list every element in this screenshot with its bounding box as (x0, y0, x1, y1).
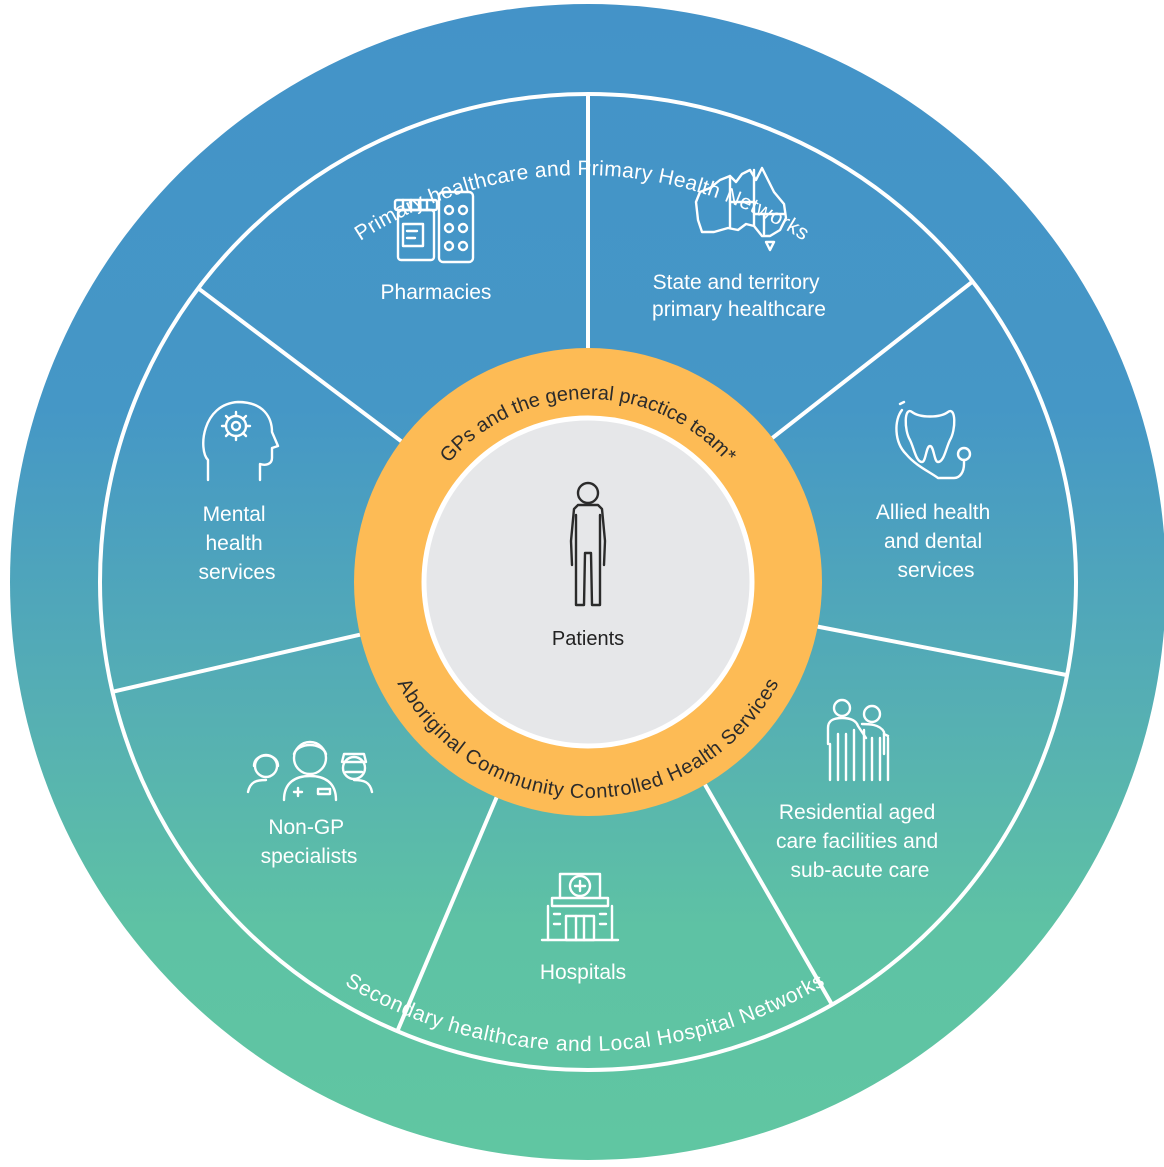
tooth-stethoscope-icon (895, 400, 972, 480)
segment-divider-5 (112, 632, 361, 694)
segment-label-hospitals: Hospitals (540, 961, 626, 984)
segment-mental-health: Mental health services (198, 400, 280, 584)
segment-pharmacies: Pharmacies (381, 190, 492, 304)
segment-divider-4 (395, 796, 499, 1032)
patients-label: Patients (552, 628, 624, 650)
segment-aged-care: Residential aged care facilities and sub… (776, 698, 944, 882)
segment-divider-2 (817, 624, 1068, 678)
segment-label-specialists: Non-GP specialists (261, 816, 358, 868)
pharmacy-icon (393, 190, 475, 264)
segment-hospitals: Hospitals (540, 872, 626, 984)
segment-state-territory: State and territory primary healthcare (652, 166, 826, 321)
elderly-couple-icon (826, 698, 890, 782)
segment-label-allied-dental: Allied health and dental services (876, 501, 996, 582)
medical-team-icon (246, 740, 374, 802)
patients-core (421, 415, 755, 749)
head-gear-icon (202, 400, 280, 482)
segment-label-state-territory: State and territory primary healthcare (652, 271, 826, 321)
segment-divider-6 (197, 286, 403, 443)
hospital-icon (540, 872, 620, 942)
segment-label-aged-care: Residential aged care facilities and sub… (776, 801, 944, 882)
segment-specialists: Non-GP specialists (246, 740, 374, 868)
australia-map-icon (694, 166, 788, 252)
person-icon (569, 481, 607, 607)
segment-label-pharmacies: Pharmacies (381, 281, 492, 304)
segment-allied-dental: Allied health and dental services (876, 400, 996, 582)
segment-divider-3 (703, 783, 834, 1006)
segment-divider-1 (771, 279, 974, 440)
segment-dividers (112, 94, 1068, 1032)
segment-label-mental-health: Mental health services (198, 503, 275, 584)
